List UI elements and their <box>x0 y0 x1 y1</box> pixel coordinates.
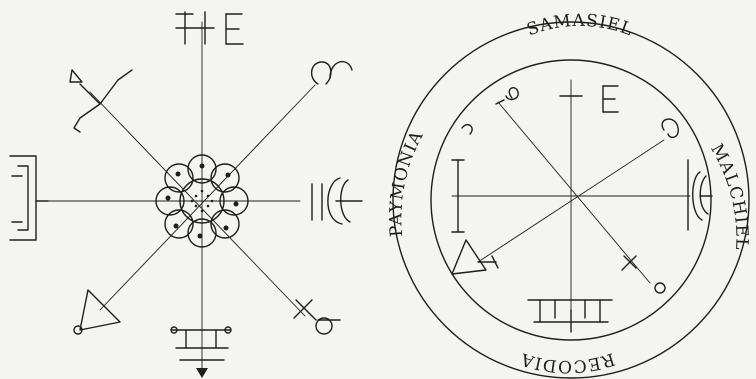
right-bottom-left-glyph <box>452 240 498 274</box>
ring-name-right: MALCHIEL <box>706 141 751 251</box>
left-diagonal-line-b <box>100 85 315 310</box>
left-seal-figure <box>10 12 362 378</box>
right-top-glyph <box>496 86 618 112</box>
left-top-left-glyph <box>70 70 132 132</box>
ring-name-left: PAYMONIA <box>386 127 427 237</box>
right-seal-figure: SAMASIEL MALCHIEL RECODIA PAYMONIA <box>386 11 751 378</box>
right-top-left-glyph <box>462 125 472 134</box>
left-bottom-right-glyph <box>294 300 340 334</box>
left-right-glyph <box>312 178 362 224</box>
right-diagonal-line-a <box>498 102 650 283</box>
right-bottom-right-glyph <box>622 256 665 293</box>
left-bottom-glyph <box>171 327 231 378</box>
ring-name-top: SAMASIEL <box>524 11 635 40</box>
left-side-glyph <box>10 156 48 240</box>
right-bottom-glyph <box>528 300 612 332</box>
right-top-right-glyph <box>662 119 678 137</box>
left-top-glyph <box>176 12 243 44</box>
ring-name-bottom: RECODIA <box>518 348 617 376</box>
left-top-right-glyph <box>312 62 352 84</box>
left-diagonal-line-a <box>90 92 305 316</box>
